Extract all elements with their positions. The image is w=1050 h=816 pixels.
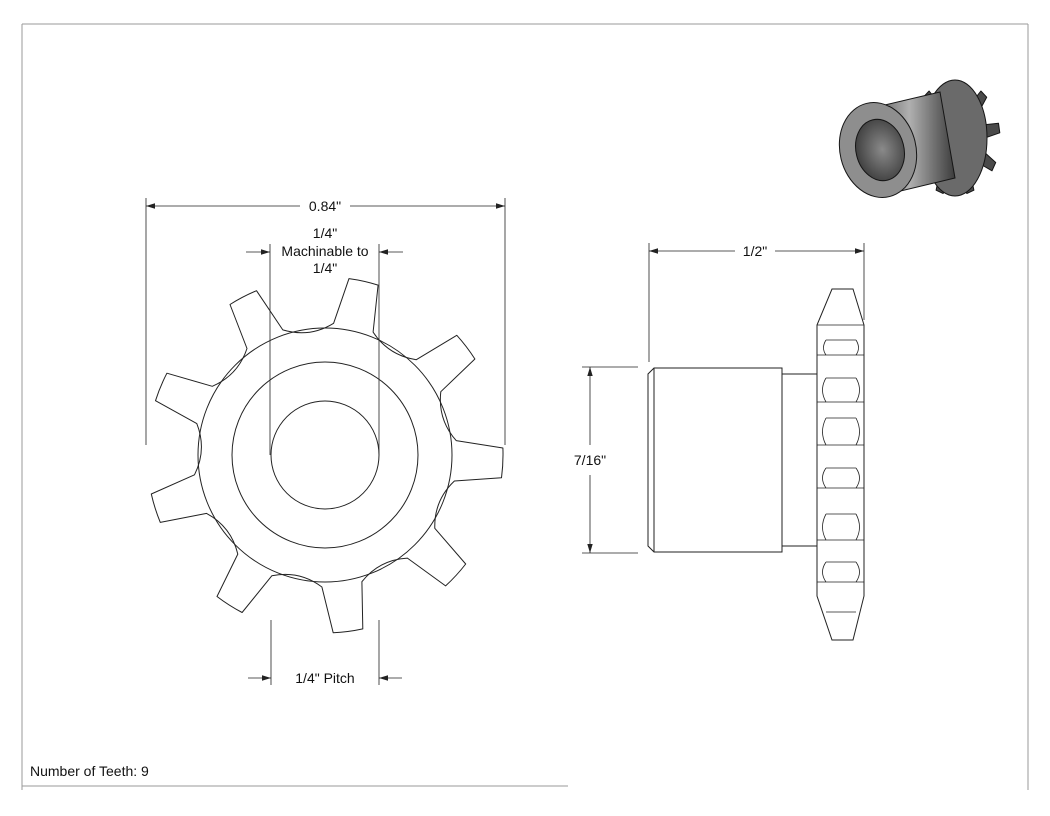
length-label: 1/2" bbox=[743, 243, 767, 259]
overall-diameter-label: 0.84" bbox=[309, 198, 341, 214]
hub-body bbox=[647, 367, 783, 553]
front-view bbox=[150, 278, 504, 634]
sprocket-profile bbox=[816, 288, 865, 641]
bore-label-line3: 1/4" bbox=[313, 260, 337, 276]
tooth-facets bbox=[817, 324, 864, 613]
root-circle bbox=[197, 327, 453, 583]
bore-label-line2: Machinable to bbox=[281, 243, 368, 259]
hub-circle bbox=[231, 361, 419, 549]
sprocket-teeth-outline bbox=[150, 278, 504, 634]
hub-diameter-label: 7/16" bbox=[574, 452, 606, 468]
side-dimensions bbox=[582, 243, 865, 554]
bore-label-line1: 1/4" bbox=[313, 225, 337, 241]
pitch-label: 1/4" Pitch bbox=[295, 670, 354, 686]
isometric-sprocket-icon bbox=[838, 79, 1001, 198]
iso-bore-hole bbox=[855, 118, 905, 182]
side-view bbox=[647, 288, 865, 641]
teeth-count-note: Number of Teeth: 9 bbox=[30, 763, 149, 779]
front-dimensions bbox=[145, 198, 506, 685]
bore-circle bbox=[270, 400, 380, 510]
sheet-frame bbox=[21, 23, 1029, 790]
